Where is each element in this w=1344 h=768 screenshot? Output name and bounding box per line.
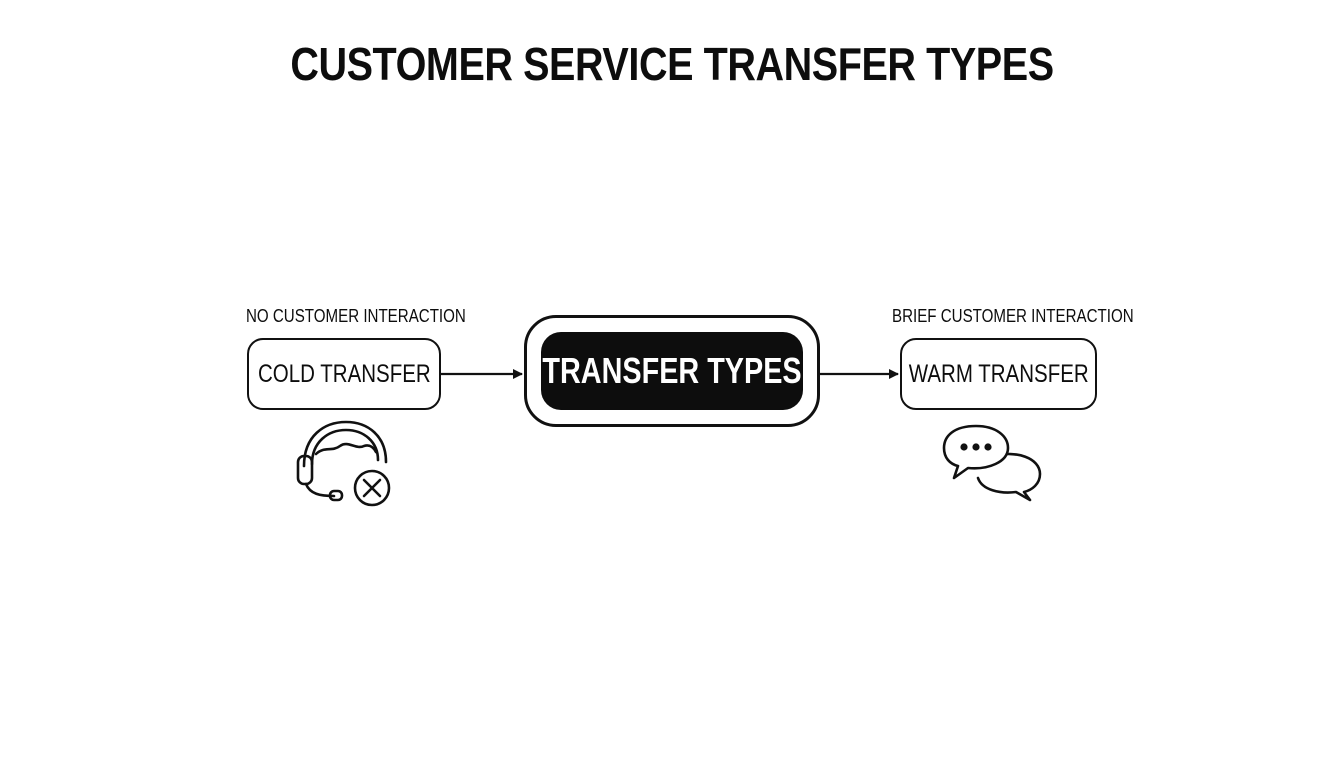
cold-transfer-label: COLD TRANSFER xyxy=(257,359,431,388)
cold-transfer-node: COLD TRANSFER xyxy=(247,338,441,410)
chat-bubbles-icon xyxy=(942,424,1042,502)
headset-with-x-icon xyxy=(296,420,391,507)
transfer-types-inner: TRANSFER TYPES xyxy=(541,332,803,410)
transfer-types-label: TRANSFER TYPES xyxy=(542,350,802,391)
cold-transfer-caption: NO CUSTOMER INTERACTION xyxy=(246,306,466,326)
warm-transfer-label: WARM TRANSFER xyxy=(908,359,1089,388)
warm-transfer-node: WARM TRANSFER xyxy=(900,338,1097,410)
page-title: CUSTOMER SERVICE TRANSFER TYPES xyxy=(290,38,1054,90)
transfer-types-node: TRANSFER TYPES xyxy=(524,315,820,427)
warm-transfer-caption: BRIEF CUSTOMER INTERACTION xyxy=(892,306,1134,326)
